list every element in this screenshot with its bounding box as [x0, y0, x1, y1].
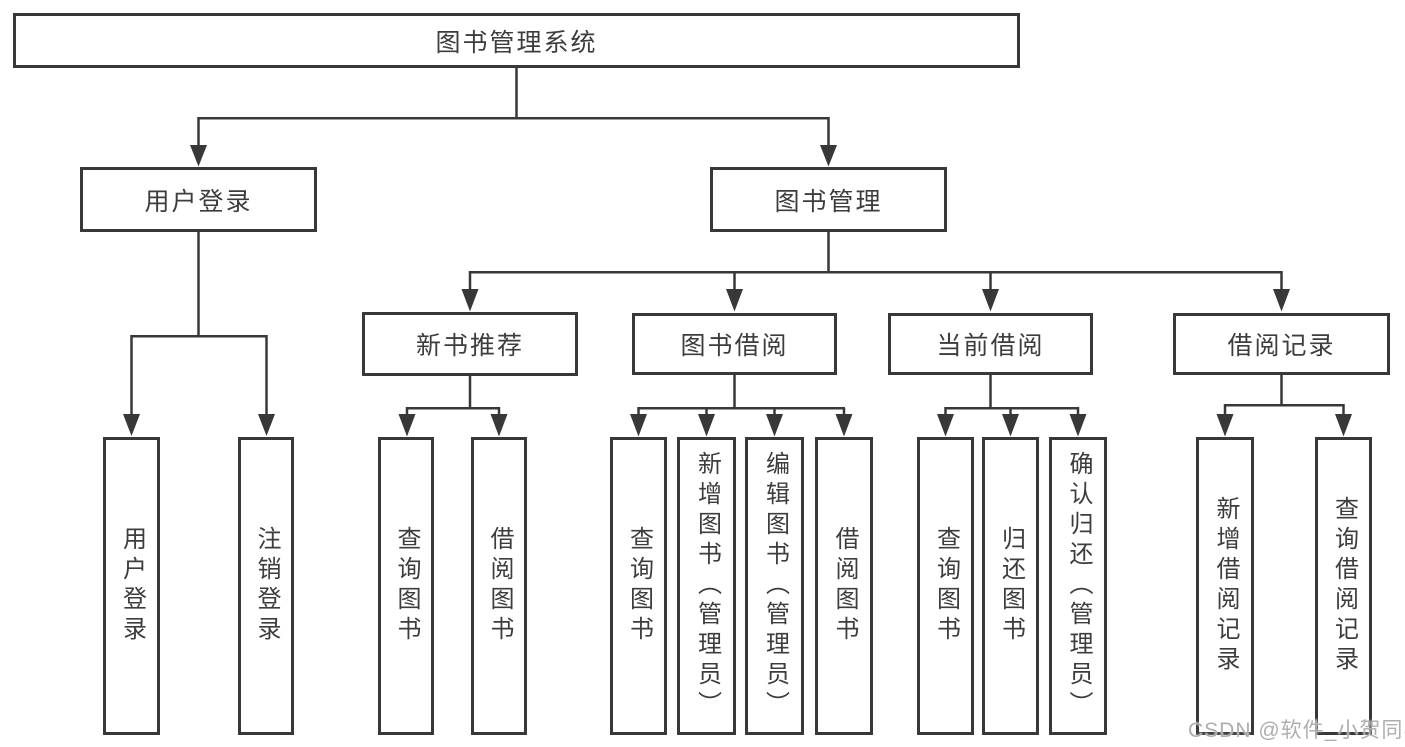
connector-current-borrowing-children — [937, 375, 1087, 437]
node-label: 借阅图书 — [831, 526, 858, 646]
arrowhead — [1335, 414, 1352, 437]
arrowhead — [1002, 414, 1019, 437]
arrowhead — [982, 289, 999, 312]
arrowhead — [1069, 414, 1087, 437]
leaf-query-borrow-record: 查询借阅记录 — [1315, 437, 1372, 735]
node-label: 用户登录 — [118, 526, 146, 646]
arrowhead — [461, 289, 479, 312]
arrowhead — [258, 414, 275, 436]
node-label: 图书借阅 — [680, 332, 789, 360]
node-label: 借阅图书 — [486, 526, 513, 646]
arrowhead — [190, 145, 207, 167]
node-label: 编辑图书（管理员） — [761, 451, 789, 721]
leaf-borrowing-query-books: 查询图书 — [610, 437, 667, 735]
leaf-edit-books-admin: 编辑图书（管理员） — [745, 437, 804, 735]
node-label: 注销登录 — [253, 526, 280, 646]
node-label: 图书管理 — [774, 187, 883, 216]
connector-book-borrowing-children — [630, 375, 853, 437]
node-library-management-system: 图书管理系统 — [13, 13, 1020, 68]
connector-new-book-recommend-children — [398, 376, 508, 437]
leaf-add-books-admin: 新增图书（管理员） — [677, 437, 736, 735]
leaf-return-books: 归还图书 — [982, 437, 1039, 735]
arrowhead — [490, 414, 508, 437]
node-label: 新书推荐 — [415, 332, 524, 360]
leaf-user-login: 用户登录 — [103, 437, 160, 735]
node-label: 查询图书 — [393, 526, 420, 646]
arrowhead — [835, 414, 853, 437]
connector-book-management-children — [461, 232, 1290, 312]
leaf-confirm-return-admin: 确认归还（管理员） — [1049, 437, 1107, 735]
connector-borrowing-records-children — [1216, 375, 1352, 437]
node-label: 查询借阅记录 — [1330, 496, 1358, 676]
node-label: 新增图书（管理员） — [693, 451, 721, 721]
node-current-borrowing: 当前借阅 — [888, 313, 1093, 375]
node-label: 确认归还（管理员） — [1065, 451, 1092, 721]
leaf-current-query-books: 查询图书 — [917, 437, 974, 735]
leaf-recommend-borrow-books: 借阅图书 — [471, 437, 527, 735]
node-label: 归还图书 — [997, 526, 1025, 646]
arrowhead — [698, 414, 715, 437]
arrowhead — [820, 145, 837, 167]
node-label: 查询图书 — [932, 526, 960, 646]
connector-user-login-children — [123, 232, 275, 436]
connector-root-to-level2 — [190, 68, 837, 167]
arrowhead — [726, 289, 743, 312]
node-new-book-recommend: 新书推荐 — [362, 312, 578, 376]
leaf-borrow-books: 借阅图书 — [815, 437, 873, 735]
node-label: 查询图书 — [625, 526, 653, 646]
node-book-management: 图书管理 — [710, 167, 947, 232]
arrowhead — [1273, 289, 1290, 312]
node-label: 图书管理系统 — [435, 28, 598, 57]
csdn-watermark: CSDN @软件_小贺同学 — [1188, 719, 1405, 742]
node-book-borrowing: 图书借阅 — [632, 313, 837, 375]
node-label: 新增借阅记录 — [1212, 496, 1239, 676]
arrowhead — [1216, 414, 1234, 437]
arrowhead — [123, 414, 140, 436]
node-label: 当前借阅 — [936, 332, 1045, 360]
leaf-add-borrow-record: 新增借阅记录 — [1196, 437, 1254, 735]
arrowhead — [630, 414, 647, 437]
node-label: 用户登录 — [144, 187, 253, 216]
node-user-login: 用户登录 — [80, 167, 317, 232]
leaf-logout: 注销登录 — [238, 437, 294, 735]
node-label: 借阅记录 — [1227, 332, 1336, 360]
arrowhead — [398, 414, 416, 437]
arrowhead — [937, 414, 954, 437]
arrowhead — [766, 414, 783, 437]
node-borrowing-records: 借阅记录 — [1173, 313, 1390, 375]
leaf-recommend-query-books: 查询图书 — [378, 437, 434, 735]
